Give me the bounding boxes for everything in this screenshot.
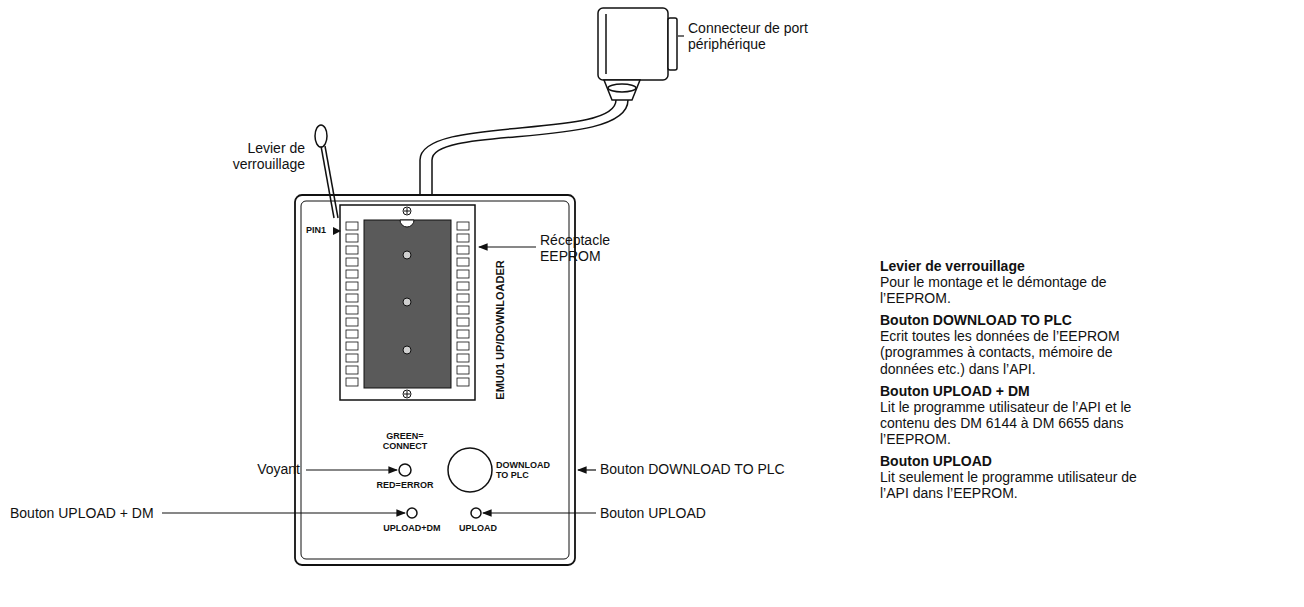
callout-label: Levier de verrouillage: [215, 140, 305, 172]
panel-marking: RED=ERROR: [377, 481, 434, 491]
description-heading: Bouton UPLOAD: [880, 453, 1150, 469]
panel-marking: UPLOAD+DM: [383, 524, 440, 534]
callout-label: Voyant: [257, 461, 300, 477]
callout-label: Réceptacle EEPROM: [540, 232, 640, 264]
description-heading: Bouton DOWNLOAD TO PLC: [880, 312, 1150, 328]
description-text: Ecrit toutes les données de l’EEPROM (pr…: [880, 328, 1150, 376]
panel-marking: EMU01 UP/DOWNLOADER: [494, 260, 507, 399]
callout-label: Bouton UPLOAD + DM: [10, 505, 154, 521]
housing: [295, 195, 575, 565]
panel-marking: DOWNLOAD TO PLC: [496, 461, 554, 481]
callout-label: Bouton UPLOAD: [600, 505, 706, 521]
description-heading: Bouton UPLOAD + DM: [880, 383, 1150, 399]
panel-marking: GREEN= CONNECT: [375, 432, 435, 452]
callout-label: Bouton DOWNLOAD TO PLC: [600, 461, 785, 477]
panel-marking: UPLOAD: [459, 524, 497, 534]
description-text: Pour le montage et le démontage de l’EEP…: [880, 274, 1150, 306]
leader-lines: [162, 36, 684, 513]
panel-marking: PIN1: [306, 226, 326, 236]
eeprom-receptacle: [340, 205, 475, 400]
lock-lever: [315, 125, 338, 218]
description-text: Lit le programme utilisateur de l’API et…: [880, 399, 1150, 447]
port-connector: [598, 8, 677, 100]
callout-label: Connecteur de port périphérique: [688, 20, 838, 52]
cable: [420, 100, 628, 195]
description-heading: Levier de verrouillage: [880, 258, 1150, 274]
description-text: Lit seulement le programme utilisateur d…: [880, 469, 1150, 501]
pin1-arrow: [333, 227, 341, 235]
